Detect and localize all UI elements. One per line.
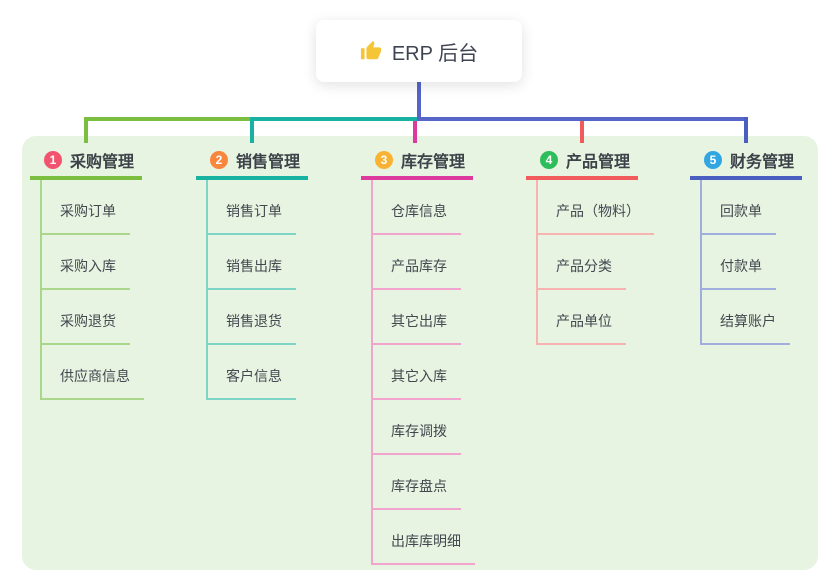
- mindmap-child-node[interactable]: 库存盘点: [373, 455, 461, 510]
- branch-number-badge: 5: [704, 151, 722, 169]
- child-label: 其它入库: [391, 368, 447, 384]
- branch-title-label: 采购管理: [70, 154, 135, 171]
- branch-product-children: 产品（物料） 产品分类 产品单位: [536, 180, 654, 345]
- mindmap-child-node[interactable]: 销售退货: [208, 290, 296, 345]
- child-label: 付款单: [720, 258, 762, 274]
- branches-background-panel: [22, 136, 818, 570]
- mindmap-child-node[interactable]: 供应商信息: [42, 345, 144, 400]
- branch-product: 4 产品管理 产品（物料） 产品分类 产品单位: [526, 150, 654, 345]
- child-label: 采购退货: [60, 313, 116, 329]
- connector-drop-purchase: [84, 117, 88, 143]
- connector-horizontal-blue: [417, 117, 748, 121]
- branch-title-label: 财务管理: [730, 154, 795, 171]
- mindmap-child-node[interactable]: 产品库存: [373, 235, 461, 290]
- child-label: 销售订单: [226, 203, 282, 219]
- child-label: 回款单: [720, 203, 762, 219]
- connector-horizontal-teal: [250, 117, 419, 121]
- branch-finance: 5 财务管理 回款单 付款单 结算账户: [690, 150, 802, 345]
- root-node[interactable]: ERP 后台: [316, 20, 522, 82]
- child-label: 库存盘点: [391, 478, 447, 494]
- root-node-label: ERP 后台: [391, 42, 479, 65]
- branch-title-label: 库存管理: [401, 154, 466, 171]
- child-label: 产品单位: [556, 313, 612, 329]
- branch-title-label: 销售管理: [236, 154, 301, 171]
- mindmap-child-node[interactable]: 产品分类: [538, 235, 626, 290]
- connector-drop-product: [580, 121, 584, 143]
- mindmap-child-node[interactable]: 客户信息: [208, 345, 296, 400]
- branch-inventory-children: 仓库信息 产品库存 其它出库 其它入库 库存调拨 库存盘点 出库库明细: [371, 180, 475, 565]
- mindmap-child-node[interactable]: 出库库明细: [373, 510, 475, 565]
- child-label: 销售退货: [226, 313, 282, 329]
- child-label: 采购订单: [60, 203, 116, 219]
- child-label: 供应商信息: [60, 368, 130, 384]
- child-label: 产品分类: [556, 258, 612, 274]
- mindmap-child-node[interactable]: 采购订单: [42, 180, 130, 235]
- child-label: 销售出库: [226, 258, 282, 274]
- connector-drop-sales: [250, 117, 254, 143]
- branch-number-badge: 2: [210, 151, 228, 169]
- mindmap-child-node[interactable]: 采购退货: [42, 290, 130, 345]
- mindmap-child-node[interactable]: 产品单位: [538, 290, 626, 345]
- connector-horizontal-green: [84, 117, 252, 121]
- thumbs-up-icon: [360, 40, 381, 60]
- child-label: 结算账户: [720, 313, 776, 329]
- mindmap-child-node[interactable]: 库存调拨: [373, 400, 461, 455]
- mindmap-child-node[interactable]: 回款单: [702, 180, 776, 235]
- branch-sales-head[interactable]: 2 销售管理: [196, 150, 308, 180]
- mindmap-child-node[interactable]: 其它入库: [373, 345, 461, 400]
- branch-finance-head[interactable]: 5 财务管理: [690, 150, 802, 180]
- mindmap-child-node[interactable]: 仓库信息: [373, 180, 461, 235]
- child-label: 客户信息: [226, 368, 282, 384]
- mindmap-child-node[interactable]: 结算账户: [702, 290, 790, 345]
- mindmap-child-node[interactable]: 产品（物料）: [538, 180, 654, 235]
- branch-sales: 2 销售管理 销售订单 销售出库 销售退货 客户信息: [196, 150, 308, 400]
- child-label: 采购入库: [60, 258, 116, 274]
- mindmap-child-node[interactable]: 销售出库: [208, 235, 296, 290]
- child-label: 库存调拨: [391, 423, 447, 439]
- branch-number-badge: 3: [375, 151, 393, 169]
- branch-finance-children: 回款单 付款单 结算账户: [700, 180, 802, 345]
- mindmap-child-node[interactable]: 其它出库: [373, 290, 461, 345]
- connector-drop-finance: [744, 117, 748, 143]
- child-label: 出库库明细: [391, 533, 461, 549]
- branch-purchase-children: 采购订单 采购入库 采购退货 供应商信息: [40, 180, 144, 400]
- branch-title-label: 产品管理: [566, 154, 631, 171]
- branch-purchase-head[interactable]: 1 采购管理: [30, 150, 142, 180]
- branch-inventory-head[interactable]: 3 库存管理: [361, 150, 473, 180]
- child-label: 产品（物料）: [556, 203, 640, 219]
- branch-sales-children: 销售订单 销售出库 销售退货 客户信息: [206, 180, 308, 400]
- child-label: 产品库存: [391, 258, 447, 274]
- branch-number-badge: 1: [44, 151, 62, 169]
- branch-number-badge: 4: [540, 151, 558, 169]
- branch-inventory: 3 库存管理 仓库信息 产品库存 其它出库 其它入库 库存调拨 库存盘点 出库库…: [361, 150, 475, 565]
- branch-purchase: 1 采购管理 采购订单 采购入库 采购退货 供应商信息: [30, 150, 144, 400]
- mindmap-child-node[interactable]: 采购入库: [42, 235, 130, 290]
- connector-drop-inventory: [413, 121, 417, 143]
- connector-root-vertical: [417, 82, 421, 121]
- branch-product-head[interactable]: 4 产品管理: [526, 150, 638, 180]
- child-label: 其它出库: [391, 313, 447, 329]
- child-label: 仓库信息: [391, 203, 447, 219]
- mindmap-child-node[interactable]: 销售订单: [208, 180, 296, 235]
- mindmap-child-node[interactable]: 付款单: [702, 235, 776, 290]
